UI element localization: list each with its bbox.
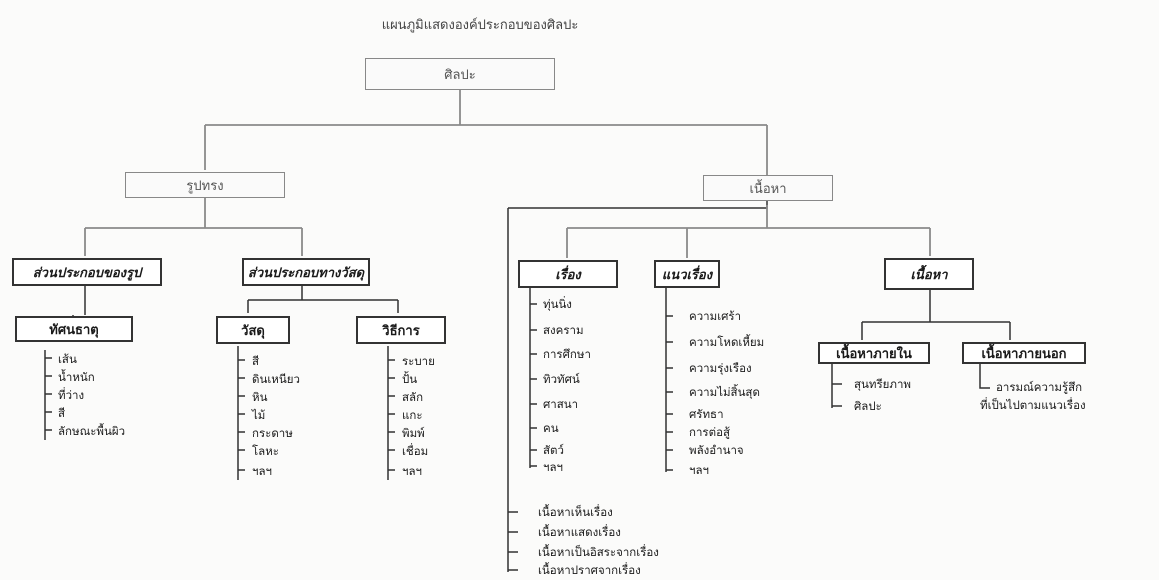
materials-node: วัสดุ [216,316,290,344]
element-item: ลักษณะพื้นผิว [58,424,126,438]
story-item: ทิวทัศน์ [543,372,580,386]
method-item: ปั้น [402,372,418,386]
method-item: ระบาย [402,354,435,368]
story-item: ทุ่นนิ่ง [543,297,572,311]
story-node: เรื่อง [518,260,618,288]
element-item: เส้น [58,352,77,366]
story-item: ศาสนา [543,397,579,411]
theme-node: แนวเรื่อง [654,260,720,288]
visual-elements-node: ทัศนธาตุ [15,316,133,342]
outer-content-node: เนื้อหาภายนอก [962,342,1086,364]
root-node: ศิลปะ [365,58,555,90]
story-item: คน [543,421,559,435]
element-item: สี [58,406,66,420]
diagram-title: แผนภูมิแสดงองค์ประกอบของศิลปะ [381,18,579,33]
story-item: การศึกษา [543,347,591,361]
method-item: สลัก [402,390,424,404]
material-item: ดินเหนียว [252,372,300,386]
story-item: สัตว์ [543,443,564,457]
method-item: ฯลฯ [402,464,422,478]
methods-node: วิธีการ [356,316,446,344]
form-node: รูปทรง [125,172,285,198]
material-item: ฯลฯ [252,464,272,478]
theme-item: ความเศร้า [689,309,742,323]
relation-item: เนื้อหาเห็นเรื่อง [538,505,613,519]
relation-item: เนื้อหาปราศจากเรื่อง [538,563,641,577]
element-item: ที่ว่าง [58,388,85,402]
theme-item: การต่อสู้ [689,425,730,439]
material-item: โลหะ [252,444,279,458]
method-item: แกะ [402,408,423,422]
theme-item: พลังอำนาจ [689,443,744,457]
theme-item: ศรัทธา [689,407,724,421]
outer-content-item: อารมณ์ความรู้สึก [996,380,1083,394]
method-item: พิมพ์ [402,426,425,440]
material-item: กระดาษ [252,426,293,440]
relation-item: เนื้อหาแสดงเรื่อง [538,525,621,539]
method-item: เชื่อม [402,444,429,458]
inner-content-item: ศิลปะ [854,399,882,413]
inner-content-node: เนื้อหาภายใน [818,342,930,364]
material-item: หิน [252,390,268,404]
relation-item: เนื้อหาเป็นอิสระจากเรื่อง [538,545,659,559]
outer-content-item: ที่เป็นไปตามแนวเรื่อง [980,398,1086,412]
form-element-group-node: ส่วนประกอบของรูป [12,258,162,286]
story-item: สงคราม [543,323,584,337]
material-group-node: ส่วนประกอบทางวัสดุ [242,258,370,286]
theme-item: ความโหดเหี้ยม [689,335,765,349]
inner-content-item: สุนทรียภาพ [854,377,911,391]
material-item: ไม้ [252,408,266,422]
theme-item: ความไม่สิ้นสุด [689,385,760,399]
theme-item: ความรุ่งเรือง [689,361,752,375]
element-item: น้ำหนัก [58,370,95,384]
theme-item: ฯลฯ [689,463,709,477]
material-item: สี [252,354,260,368]
content-node: เนื้อหา [703,175,833,201]
story-item: ฯลฯ [543,460,563,474]
content-sub-node: เนื้อหา [884,258,974,290]
